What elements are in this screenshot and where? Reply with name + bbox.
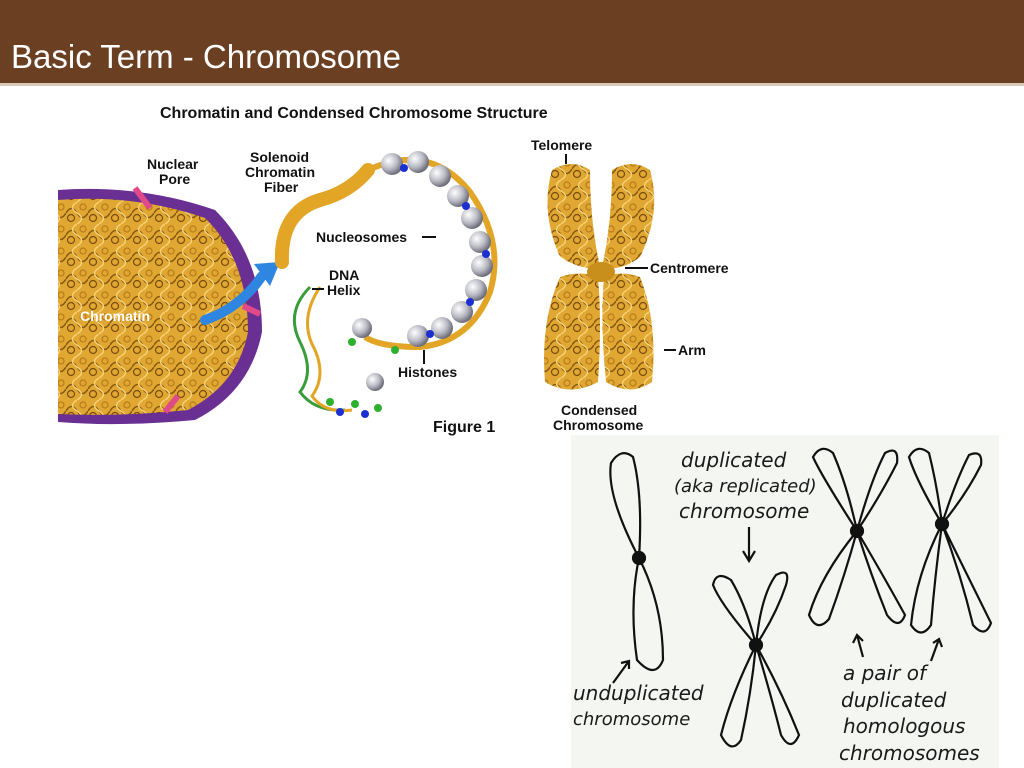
solenoid-label-1: Solenoid (250, 149, 309, 165)
unduplicated-label-2: chromosome (573, 709, 690, 730)
nuclear-pore-icon (132, 186, 153, 210)
nucleosomes (352, 151, 493, 391)
hand-drawn-chromosomes-figure: duplicated (aka replicated) chromosome u… (571, 435, 999, 768)
homologous-pair-drawing (807, 447, 993, 634)
pair-label-1: a pair of (843, 661, 929, 685)
unduplicated-label-1: unduplicated (573, 681, 704, 705)
nucleosomes-label: Nucleosomes (316, 229, 407, 245)
solenoid-label-2: Chromatin (245, 164, 315, 180)
nucleus (58, 186, 262, 425)
chromatin-structure-figure: Chromatin and Condensed Chromosome Struc… (58, 105, 729, 436)
pair-label-3: homologous (843, 714, 965, 738)
zoom-arrow-icon (200, 271, 267, 325)
duplicated-label-2: (aka replicated) (674, 476, 817, 497)
dna-label-2: Helix (327, 282, 361, 298)
condensed-label-1: Condensed (561, 402, 637, 418)
chromatin-label: Chromatin (80, 308, 150, 324)
solenoid-fiber (274, 163, 375, 269)
duplicated-label-1: duplicated (681, 448, 787, 472)
condensed-chromosome (544, 164, 655, 390)
figure1-heading: Chromatin and Condensed Chromosome Struc… (160, 105, 548, 122)
title-bar: Basic Term - Chromosome (0, 0, 1024, 86)
dna-label-1: DNA (329, 267, 359, 283)
nuclear-pore-label: Nuclear (147, 156, 199, 172)
arm-label: Arm (678, 342, 706, 358)
arrow-icon (929, 637, 944, 662)
pair-label-4: chromosomes (839, 741, 980, 765)
arrow-icon (852, 633, 865, 658)
telomere-label: Telomere (531, 137, 592, 153)
figure1-caption: Figure 1 (433, 419, 495, 436)
condensed-label-2: Chromosome (553, 417, 643, 433)
arrow-icon (612, 659, 631, 684)
histones-label: Histones (398, 364, 457, 380)
duplicated-chromosome-drawing (711, 571, 801, 748)
duplicated-label-3: chromosome (679, 499, 809, 523)
pair-label-2: duplicated (841, 688, 947, 712)
nuclear-pore-label-2: Pore (159, 171, 190, 187)
unduplicated-chromosome-drawing (609, 452, 665, 672)
dna-helix (292, 285, 399, 418)
centromere-label: Centromere (650, 260, 729, 276)
arrow-icon (742, 527, 756, 564)
slide-title: Basic Term - Chromosome (11, 38, 401, 75)
solenoid-label-3: Fiber (264, 179, 299, 195)
